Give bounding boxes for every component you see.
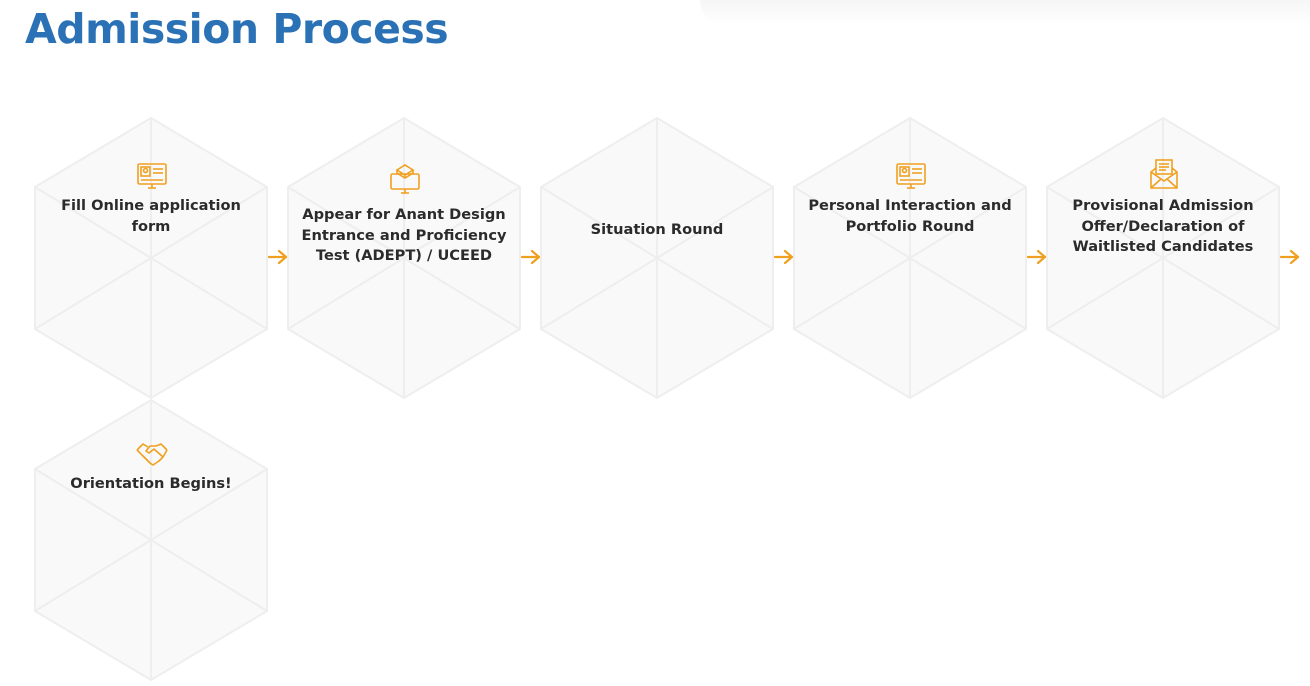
process-step-situation-round: Situation Round [539, 116, 775, 400]
hexagon-background [34, 398, 268, 682]
books-monitor-icon [390, 164, 420, 194]
process-step-orientation: Orientation Begins! [33, 398, 269, 682]
hexagon-background [34, 116, 268, 400]
process-step-personal-interaction: Personal Interaction and Portfolio Round [792, 116, 1028, 400]
hexagon-background [540, 116, 774, 400]
arrow-right-icon [267, 249, 288, 265]
process-step-provisional-admission: Provisional Admission Offer/Declaration … [1045, 116, 1281, 400]
arrow-right-icon [520, 249, 541, 265]
arrow-right-icon [1279, 249, 1300, 265]
header-shadow [700, 0, 1310, 26]
handshake-icon [136, 443, 168, 466]
hexagon-background [1046, 116, 1280, 400]
portfolio-icon [896, 163, 926, 189]
step-label: Provisional Admission Offer/Declaration … [1072, 197, 1254, 255]
arrow-right-icon [773, 249, 794, 265]
page-title: Admission Process [25, 5, 449, 53]
online-form-icon [137, 163, 167, 189]
process-step-entrance-test: Appear for Anant Design Entrance and Pro… [286, 116, 522, 400]
process-step-online-application: Fill Online application form [33, 116, 269, 400]
step-label: Appear for Anant Design Entrance and Pro… [301, 206, 507, 264]
step-label: Personal Interaction and Portfolio Round [808, 197, 1012, 235]
hexagon-background [793, 116, 1027, 400]
step-label: Orientation Begins! [70, 475, 232, 492]
step-label: Situation Round [590, 221, 724, 238]
arrow-right-icon [1026, 249, 1047, 265]
hexagon-background [287, 116, 521, 400]
offer-letter-icon [1150, 159, 1178, 189]
step-label: Fill Online application form [61, 197, 241, 235]
